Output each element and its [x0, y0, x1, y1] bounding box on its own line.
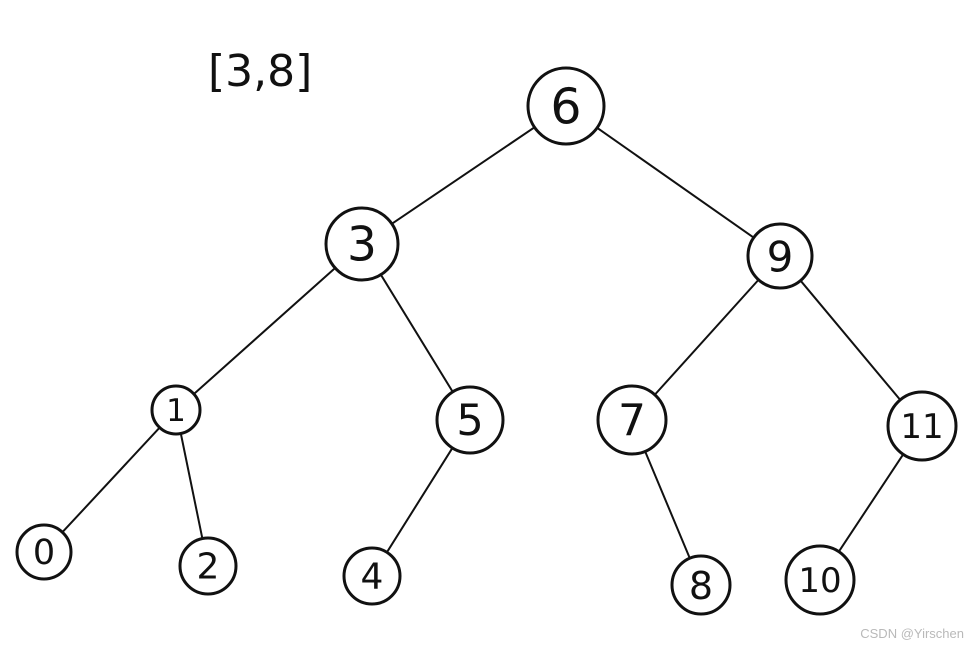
tree-node-5: 5: [435, 385, 505, 455]
edge-n1-n0: [61, 426, 161, 534]
watermark: CSDN @Yirschen: [860, 626, 964, 641]
edge-n6-n9: [596, 126, 755, 239]
node-label: 6: [550, 79, 581, 136]
edges: [61, 126, 905, 560]
node-label: 5: [456, 396, 483, 446]
tree-node-10: 10: [784, 544, 856, 616]
tree-node-0: 0: [15, 523, 73, 581]
node-label: 10: [798, 561, 841, 601]
node-circle: [670, 554, 732, 616]
tree-node-9: 9: [746, 222, 814, 290]
node-label: 11: [900, 407, 943, 447]
node-label: 7: [618, 396, 646, 447]
edge-n11-n10: [837, 453, 905, 553]
node-circle: [596, 384, 668, 456]
tree-node-8: 8: [670, 554, 732, 616]
edge-n3-n1: [192, 266, 337, 396]
node-circle: [342, 546, 402, 606]
node-label: 2: [197, 547, 220, 588]
node-label: 0: [33, 533, 55, 573]
edge-n9-n7: [653, 278, 760, 396]
node-circle: [178, 536, 238, 596]
node-circle: [886, 390, 958, 462]
tree-node-6: 6: [526, 66, 606, 146]
edge-n7-n8: [644, 450, 691, 560]
edge-n3-n5: [379, 273, 454, 393]
node-label: 1: [166, 393, 186, 429]
tree-node-3: 3: [324, 206, 400, 282]
node-circle: [150, 384, 202, 436]
tree-node-1: 1: [150, 384, 202, 436]
tree-node-11: 11: [886, 390, 958, 462]
node-label: 9: [767, 233, 794, 282]
node-label: 4: [361, 557, 384, 598]
edge-n6-n3: [390, 126, 536, 225]
node-circle: [784, 544, 856, 616]
tree-node-4: 4: [342, 546, 402, 606]
node-circle: [526, 66, 606, 146]
node-circle: [435, 385, 505, 455]
edge-n9-n11: [799, 279, 902, 401]
node-circle: [15, 523, 73, 581]
node-circle: [324, 206, 400, 282]
tree-node-7: 7: [596, 384, 668, 456]
edge-n1-n2: [179, 432, 204, 540]
node-label: 3: [347, 218, 377, 273]
range-label: [3,8]: [208, 46, 312, 97]
node-circle: [746, 222, 814, 290]
tree-node-2: 2: [178, 536, 238, 596]
edge-n5-n4: [385, 446, 454, 554]
node-label: 8: [689, 564, 713, 608]
